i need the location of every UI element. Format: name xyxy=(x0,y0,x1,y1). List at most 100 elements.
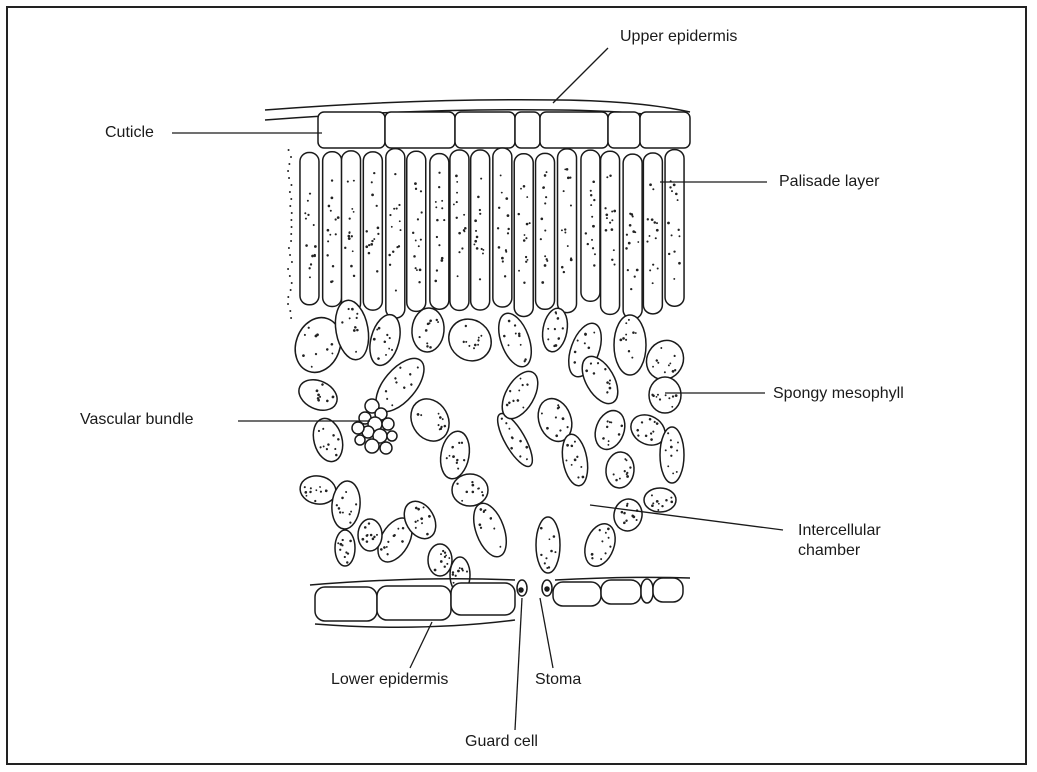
lower-epidermis-cell xyxy=(641,579,653,603)
cell-dot xyxy=(649,269,651,271)
cell-dot xyxy=(335,218,337,220)
cell-dot xyxy=(564,168,566,170)
cell-dot xyxy=(346,561,348,563)
cell-dot xyxy=(328,205,331,208)
cell-dot xyxy=(304,212,306,214)
cell-dot xyxy=(440,259,443,262)
cell-dot xyxy=(606,176,608,178)
cell-dot xyxy=(475,230,477,232)
cell-dot xyxy=(365,245,368,248)
label-palisade-layer: Palisade layer xyxy=(779,172,880,192)
leader-upper-epidermis xyxy=(553,48,608,103)
edge-dot xyxy=(289,254,291,256)
cell-dot xyxy=(453,582,455,584)
cell-dot xyxy=(652,282,654,284)
cell-dot xyxy=(458,232,461,235)
spongy-cell xyxy=(335,530,355,566)
spongy-cell xyxy=(536,517,560,573)
lower-epidermis-cell xyxy=(315,587,377,621)
spongy-cell xyxy=(428,544,452,576)
cell-dot xyxy=(414,182,417,185)
cell-dot xyxy=(665,449,667,451)
cell-dot xyxy=(613,249,615,251)
cell-dot xyxy=(445,555,447,557)
cell-dot xyxy=(668,253,670,255)
cell-dot xyxy=(675,193,678,196)
cell-dot xyxy=(527,259,529,261)
upper-epidermis-cell xyxy=(385,112,455,148)
cell-dot xyxy=(504,275,506,277)
guard-cell-nucleus xyxy=(519,588,523,592)
cell-dot xyxy=(630,288,632,290)
cell-dot xyxy=(479,278,481,280)
cell-dot xyxy=(365,230,367,232)
cell-dot xyxy=(444,552,446,554)
palisade-cell xyxy=(323,152,342,307)
cell-dot xyxy=(564,228,566,230)
cell-dot xyxy=(326,254,328,256)
cell-dot xyxy=(396,246,398,248)
cell-dot xyxy=(455,175,458,178)
edge-dot xyxy=(291,226,293,228)
cell-dot xyxy=(305,218,307,220)
cell-dot xyxy=(339,543,342,546)
cell-dot xyxy=(672,395,674,397)
cell-dot xyxy=(625,247,628,250)
cell-dot xyxy=(457,570,460,573)
cell-dot xyxy=(675,394,678,397)
cell-dot xyxy=(524,234,526,236)
cell-dot xyxy=(611,219,613,221)
cell-dot xyxy=(466,491,468,493)
cell-dot xyxy=(476,236,479,239)
edge-dot xyxy=(289,191,291,193)
cell-dot xyxy=(611,211,613,213)
spongy-cell-group xyxy=(536,517,560,573)
cell-dot xyxy=(672,472,674,474)
cell-dot xyxy=(566,168,569,171)
cell-dot xyxy=(314,255,316,257)
cell-dot xyxy=(370,243,373,246)
upper-epidermis-cells xyxy=(318,112,690,148)
cell-dot xyxy=(412,232,414,234)
cell-dot xyxy=(661,505,663,507)
cell-dot xyxy=(567,177,570,180)
upper-epidermis-cell xyxy=(455,112,515,148)
cell-dot xyxy=(553,535,556,538)
vascular-cell xyxy=(382,418,394,430)
edge-dot xyxy=(290,317,292,319)
spongy-cell xyxy=(590,406,630,453)
cell-dot xyxy=(657,394,659,396)
spongy-cell-group xyxy=(611,497,644,533)
cell-dot xyxy=(348,232,350,234)
cell-dot xyxy=(613,210,616,213)
cell-dot xyxy=(456,483,458,485)
cell-dot xyxy=(591,216,593,218)
cell-dot xyxy=(436,219,439,222)
cell-dot xyxy=(679,235,681,237)
cell-dot xyxy=(455,575,457,577)
cell-dot xyxy=(518,270,520,272)
cell-dot xyxy=(344,247,346,249)
cell-dot xyxy=(393,208,395,210)
spongy-cell-group xyxy=(604,451,635,489)
label-stoma: Stoma xyxy=(535,670,581,690)
cell-dot xyxy=(544,255,546,257)
label-cuticle: Cuticle xyxy=(105,123,154,143)
cell-dot xyxy=(592,247,594,249)
cell-dot xyxy=(479,213,481,215)
palisade-cell xyxy=(665,150,684,307)
cell-dot xyxy=(456,181,458,183)
cell-dot xyxy=(313,224,315,226)
cell-dot xyxy=(370,534,373,537)
vascular-cell xyxy=(380,442,392,454)
cell-dot xyxy=(464,230,466,232)
leader-lower-epidermis xyxy=(410,622,432,668)
cell-dot xyxy=(592,180,595,183)
cell-dot xyxy=(525,261,527,263)
cell-dot xyxy=(525,237,527,239)
cell-dot xyxy=(567,245,569,247)
cell-dot xyxy=(415,240,417,242)
cell-dot xyxy=(327,229,330,232)
cell-dot xyxy=(670,439,672,441)
lower-epidermis-cell xyxy=(553,582,601,606)
